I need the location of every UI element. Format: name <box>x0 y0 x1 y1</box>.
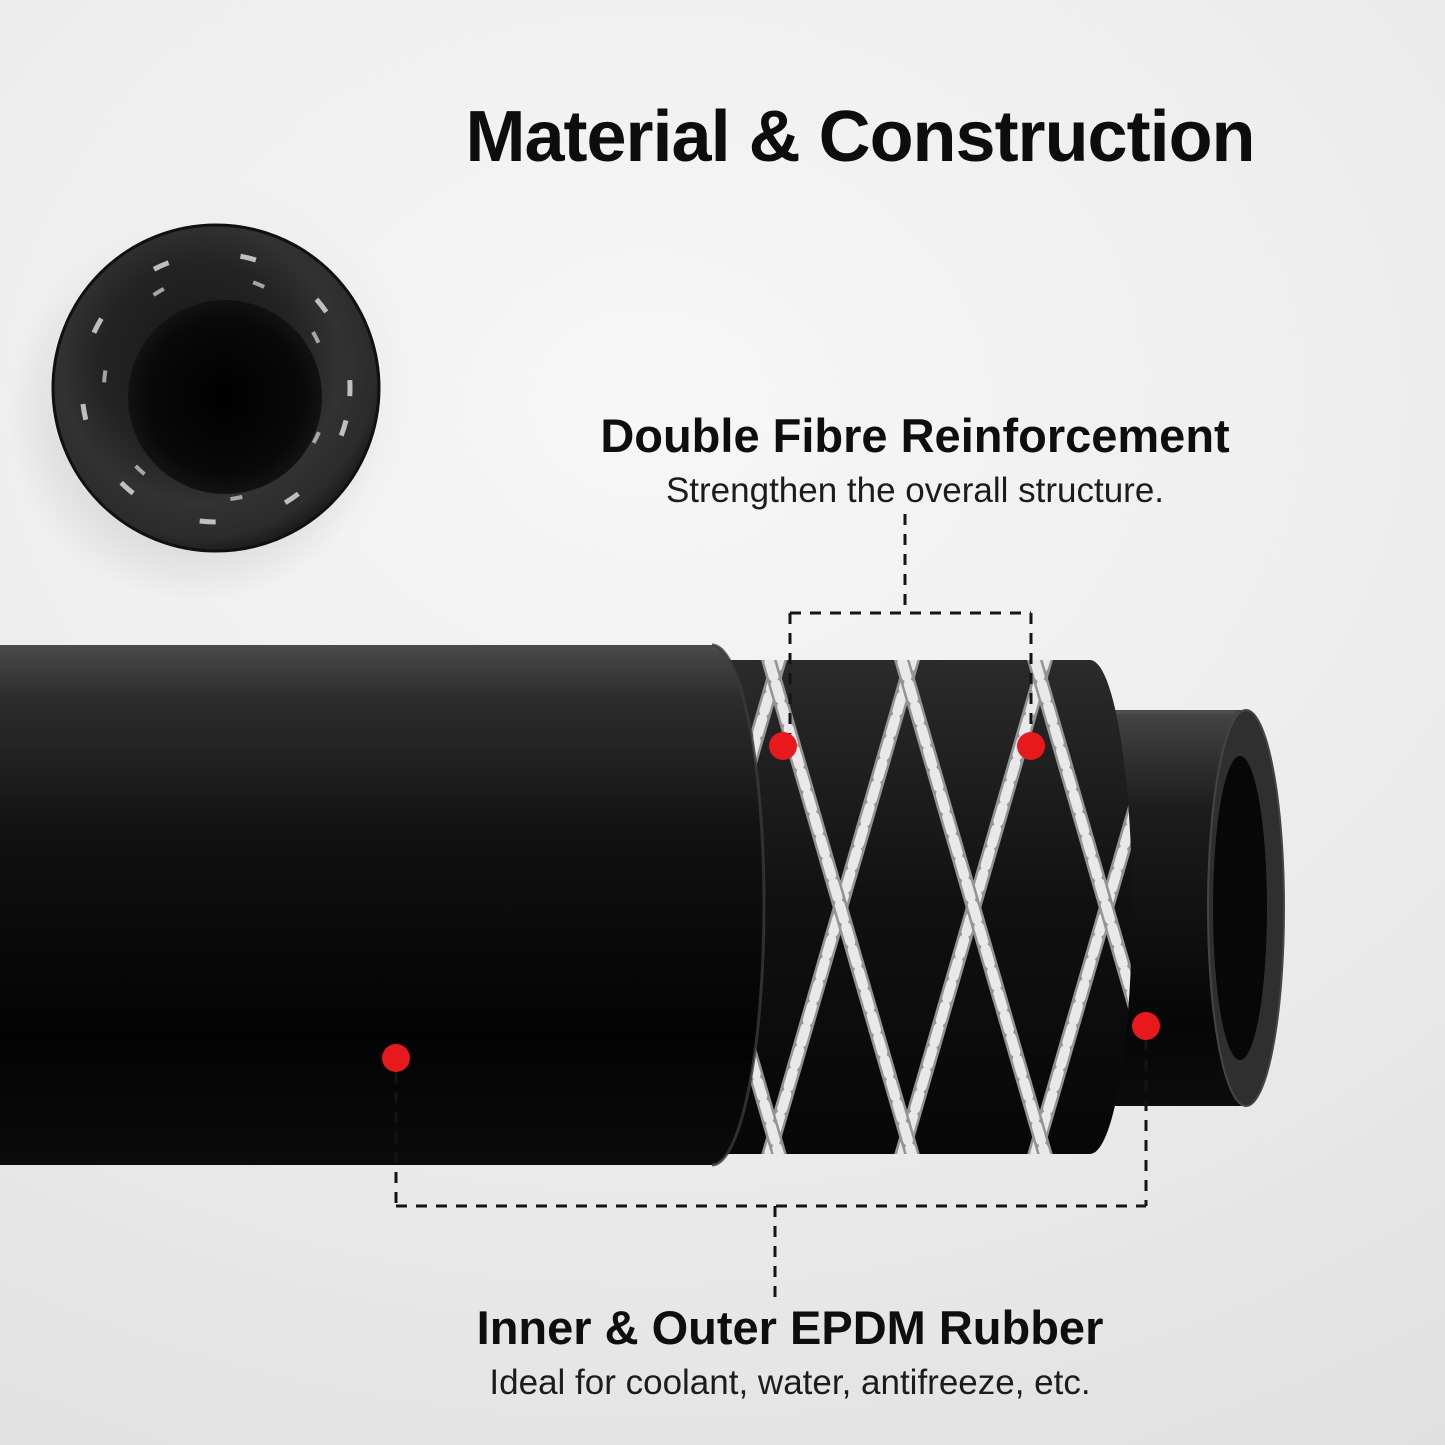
page-title: Material & Construction <box>465 97 1255 177</box>
callout-fibre: Double Fibre Reinforcement Strengthen th… <box>600 409 1230 511</box>
outer-rubber-cut-edge <box>711 643 766 1167</box>
callout-fibre-subtitle: Strengthen the overall structure. <box>665 470 1165 510</box>
callout-connector-rubber <box>394 1040 1148 1297</box>
callout-fibre-title: Double Fibre Reinforcement <box>600 409 1230 462</box>
hose-bore <box>128 300 322 494</box>
callout-connector-fibre <box>788 514 1033 734</box>
hose-cross-section-photo <box>2 180 418 602</box>
inner-tube-end-hole <box>1213 756 1267 1060</box>
marker-dot-inner-tube <box>1132 1012 1160 1040</box>
callout-rubber-title: Inner & Outer EPDM Rubber <box>476 1301 1104 1354</box>
marker-dot-fibre-right <box>1017 732 1045 760</box>
hose-outer-rubber <box>0 643 766 1167</box>
callout-rubber-subtitle: Ideal for coolant, water, antifreeze, et… <box>489 1362 1091 1402</box>
outer-rubber-body <box>0 645 764 1165</box>
marker-dot-outer-rubber <box>382 1044 410 1072</box>
fiber-specks-inner <box>101 274 330 502</box>
marker-dot-fibre-left <box>769 732 797 760</box>
callout-rubber: Inner & Outer EPDM Rubber Ideal for cool… <box>476 1301 1104 1403</box>
fiber-specks-outer <box>79 251 353 525</box>
